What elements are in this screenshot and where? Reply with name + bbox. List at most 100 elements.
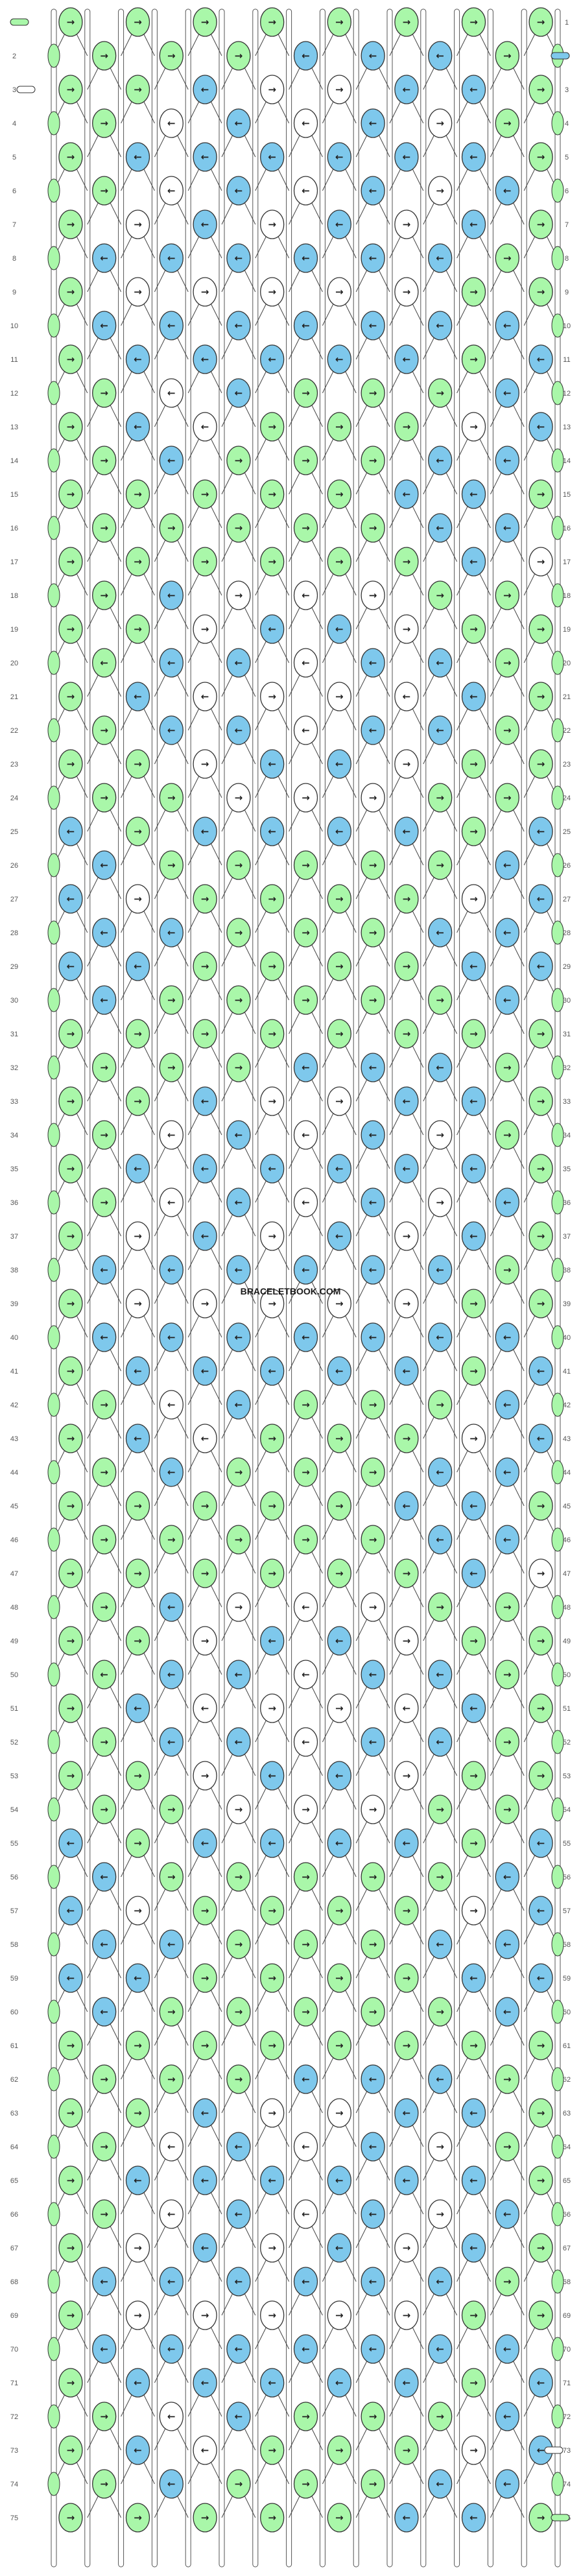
- row-label-right: 47: [563, 1570, 571, 1578]
- knot: ←: [159, 1255, 184, 1285]
- knot: →: [428, 1997, 453, 2027]
- knot-body: [159, 648, 184, 678]
- knot: ←: [92, 1862, 117, 1892]
- arrow-left-icon: ←: [436, 50, 444, 62]
- knot: →: [361, 378, 385, 408]
- knot-body: [361, 2132, 385, 2162]
- arrow-right-icon: →: [335, 488, 344, 500]
- knot: →: [58, 2165, 83, 2195]
- knot: ←: [159, 1390, 184, 1420]
- edge-knot: [551, 313, 564, 338]
- knot: ←: [428, 1929, 453, 1959]
- knot: ←: [58, 1896, 83, 1926]
- knot-body: [92, 311, 117, 340]
- knot: ←: [428, 1727, 453, 1757]
- knot: →: [293, 1390, 318, 1420]
- arrow-left-icon: ←: [302, 2073, 310, 2085]
- knot-body: [92, 1457, 117, 1487]
- knot: ←: [159, 176, 184, 206]
- arrow-left-icon: ←: [167, 927, 176, 938]
- arrow-right-icon: →: [167, 792, 176, 804]
- knot: ←: [193, 1356, 217, 1386]
- knot-body: [428, 850, 453, 880]
- knot: ←: [92, 1660, 117, 1689]
- row-label-right: 27: [563, 896, 571, 903]
- knot-body: [461, 1154, 486, 1184]
- row-label-left: 49: [10, 1638, 18, 1645]
- row-label-left: 33: [10, 1098, 18, 1106]
- knot: →: [293, 1795, 318, 1824]
- knot: ←: [92, 648, 117, 678]
- knot-body: [361, 985, 385, 1015]
- knot: →: [495, 2267, 519, 2296]
- knot-body: [361, 2402, 385, 2431]
- arrow-left-icon: ←: [503, 994, 512, 1006]
- knot: ←: [293, 41, 318, 71]
- knot-body: [260, 884, 285, 914]
- knot-body: [361, 648, 385, 678]
- knot-body: [495, 1997, 519, 2027]
- knot-body: [125, 2031, 150, 2060]
- arrow-right-icon: →: [268, 2512, 276, 2523]
- row-label-left: 35: [10, 1165, 18, 1173]
- knot-body: [193, 1626, 217, 1656]
- knot: ←: [159, 2132, 184, 2162]
- arrow-right-icon: →: [469, 1905, 478, 1916]
- row-label-right: 4: [565, 120, 569, 128]
- knot-body: [293, 1053, 318, 1082]
- arrow-left-icon: ←: [503, 2006, 512, 2018]
- knot: ←: [293, 108, 318, 138]
- knot: →: [461, 884, 486, 914]
- knot-body: [260, 1693, 285, 1723]
- arrow-right-icon: →: [67, 623, 75, 635]
- knot-body: [92, 513, 117, 543]
- edge-knot: [47, 2404, 60, 2429]
- knot: →: [226, 918, 251, 948]
- arrow-left-icon: ←: [167, 117, 176, 129]
- knot-body: [193, 1896, 217, 1926]
- knot-body: [58, 1154, 83, 1184]
- arrow-left-icon: ←: [537, 421, 545, 433]
- knot-body: [125, 2435, 150, 2465]
- arrow-right-icon: →: [537, 84, 545, 95]
- row-label-left: 41: [10, 1368, 18, 1376]
- arrow-left-icon: ←: [302, 657, 310, 669]
- knot: →: [461, 7, 486, 37]
- arrow-left-icon: ←: [167, 2141, 176, 2153]
- knot: ←: [327, 1356, 351, 1386]
- arrow-right-icon: →: [403, 893, 411, 905]
- knot-body: [293, 1120, 318, 1150]
- knot: ←: [461, 2165, 486, 2195]
- knot: ←: [461, 2233, 486, 2263]
- arrow-left-icon: ←: [503, 320, 512, 331]
- knot: →: [394, 2031, 419, 2060]
- row-label-left: 11: [10, 356, 18, 364]
- knot-body: [495, 1255, 519, 1285]
- arrow-right-icon: →: [335, 691, 344, 702]
- arrow-right-icon: →: [469, 826, 478, 837]
- knot-body: [361, 2469, 385, 2499]
- knot-body: [461, 614, 486, 644]
- arrow-right-icon: →: [235, 2006, 243, 2018]
- knot-body: [394, 1761, 419, 1791]
- knot: ←: [327, 1761, 351, 1791]
- edge-knot: [47, 1797, 60, 1822]
- arrow-right-icon: →: [67, 556, 75, 567]
- knot: ←: [92, 243, 117, 273]
- knot-body: [361, 311, 385, 340]
- knot-body: [361, 2267, 385, 2296]
- knot: ←: [293, 2064, 318, 2094]
- arrow-left-icon: ←: [67, 1837, 75, 1849]
- arrow-right-icon: →: [503, 657, 512, 669]
- arrow-left-icon: ←: [302, 724, 310, 736]
- arrow-left-icon: ←: [537, 2377, 545, 2389]
- knot: ←: [159, 1187, 184, 1217]
- knot: →: [193, 479, 217, 509]
- knot-body: [428, 648, 453, 678]
- arrow-right-icon: →: [403, 1905, 411, 1916]
- arrow-left-icon: ←: [436, 320, 444, 331]
- knot: →: [293, 1997, 318, 2027]
- row-label-left: 15: [10, 491, 18, 499]
- knot-body: [528, 142, 553, 172]
- arrow-left-icon: ←: [469, 1568, 478, 1579]
